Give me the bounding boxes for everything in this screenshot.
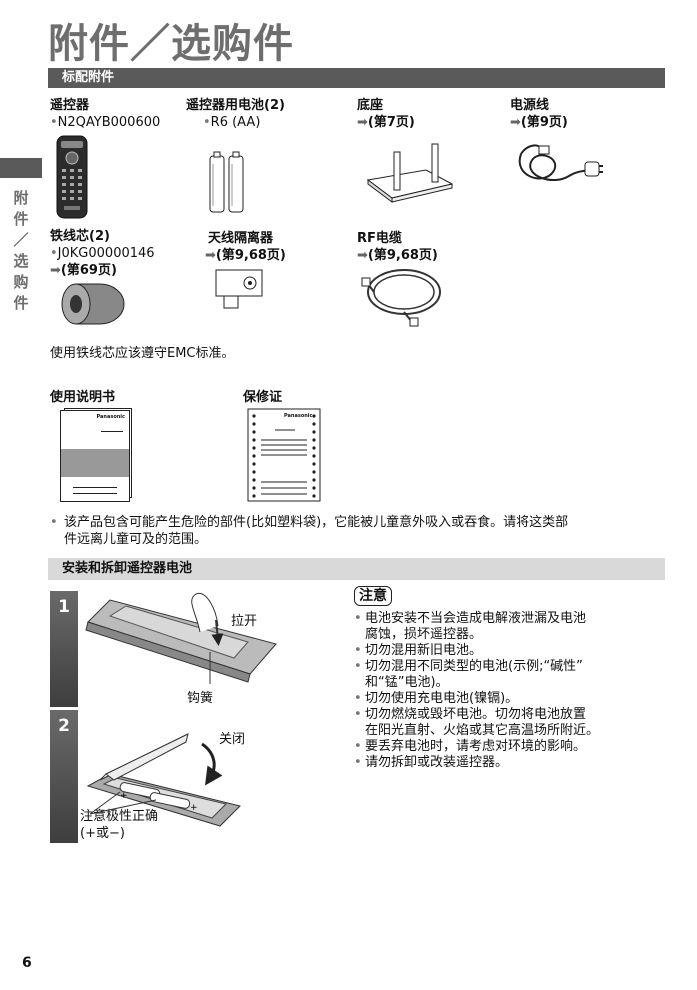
batteries-code: •R6 (AA) xyxy=(203,115,261,130)
antenna-isolator-ref: ➡(第9,68页) xyxy=(205,248,286,263)
polarity-label: 注意极性正确 xyxy=(80,809,159,824)
caution-item-text: 要丢弃电池时，请考虑对环境的影响。 xyxy=(365,739,587,754)
manual-brand: Panasonic xyxy=(96,414,126,420)
side-tab-marker xyxy=(0,158,42,178)
caution-item-text: 切勿混用新旧电池。 xyxy=(365,643,483,658)
caution-title: 注意 xyxy=(354,586,392,606)
stand-ref: ➡(第7页) xyxy=(357,115,415,130)
caution-item-text: 切勿使用充电电池(镍镉)。 xyxy=(365,691,519,706)
ferrite-core-name: 铁线芯(2) xyxy=(50,229,110,244)
warranty-image xyxy=(247,408,321,502)
warranty-brand: Panasonic xyxy=(284,413,313,419)
polarity-sub-label: (+或−) xyxy=(80,826,125,841)
caution-item-text: 在阳光直射、火焰或其它高温场所附近。 xyxy=(365,723,600,738)
caution-item-text: 腐蚀，损坏遥控器。 xyxy=(365,627,483,642)
remote-control-image xyxy=(56,135,88,219)
power-cord-image xyxy=(518,144,603,181)
manual-image: Panasonic xyxy=(60,410,130,502)
stand-name: 底座 xyxy=(357,98,384,113)
caution-item-text: 电池安装不当会造成电解液泄漏及电池 xyxy=(365,611,587,626)
step-1-badge: 1 xyxy=(50,591,78,707)
page-number: 6 xyxy=(22,955,32,971)
batteries-image xyxy=(209,151,244,213)
section-heading-standard: 标配附件 xyxy=(48,68,665,88)
caution-item: •请勿拆卸或改装遥控器。 xyxy=(354,755,654,771)
step1-remote-open-image xyxy=(85,592,277,684)
caution-item: •切勿燃烧或毁坏电池。切勿将电池放置在阳光直射、火焰或其它高温场所附近。 xyxy=(354,707,654,739)
manual-line xyxy=(73,493,117,494)
rf-cable-image xyxy=(361,269,441,327)
warranty-name: 保修证 xyxy=(243,390,283,405)
bullet-dot: • xyxy=(354,611,362,626)
page-title: 附件／选购件 xyxy=(48,21,294,67)
manual-line xyxy=(101,431,123,432)
caution-item: •切勿使用充电电池(镍镉)。 xyxy=(354,691,654,707)
manual-line xyxy=(73,487,117,488)
svg-text:+: + xyxy=(190,803,198,813)
remote-code: •N2QAYB000600 xyxy=(50,115,161,130)
caution-item-text: 和“锰”电池)。 xyxy=(365,675,449,690)
caution-item: •电池安装不当会造成电解液泄漏及电池腐蚀，损坏遥控器。 xyxy=(354,611,654,643)
step-2-badge: 2 xyxy=(50,710,78,843)
hook-spring-label: 钩簧 xyxy=(187,691,214,706)
bullet-dot: • xyxy=(354,643,362,658)
bullet-dot: • xyxy=(354,691,362,706)
antenna-isolator-image xyxy=(215,269,263,309)
caution-item: •切勿混用新旧电池。 xyxy=(354,643,654,659)
step2-remote-close-image: + + xyxy=(86,733,241,827)
manual-name: 使用说明书 xyxy=(50,390,116,405)
power-cord-name: 电源线 xyxy=(510,98,550,113)
child-safety-warning: •该产品包含可能产生危险的部件(比如塑料袋)，它能被儿童意外吸入或吞食。请将这类… xyxy=(50,515,569,547)
rf-cable-ref: ➡(第9,68页) xyxy=(357,248,438,263)
ferrite-core-ref: ➡(第69页) xyxy=(50,263,117,278)
bullet-dot: • xyxy=(354,707,362,722)
caution-item-text: 切勿混用不同类型的电池(示例;“碱性” xyxy=(365,659,583,674)
power-cord-ref: ➡(第9页) xyxy=(510,115,568,130)
antenna-isolator-name: 天线隔离器 xyxy=(208,231,274,246)
rf-cable-name: RF电缆 xyxy=(357,231,402,246)
side-label: 附件／选购件 xyxy=(13,189,29,312)
pull-open-label: 拉开 xyxy=(231,614,258,629)
caution-item: •要丢弃电池时，请考虑对环境的影响。 xyxy=(354,739,654,755)
caution-item-text: 切勿燃烧或毁坏电池。切勿将电池放置 xyxy=(365,707,587,722)
ferrite-core-code: •J0KG00000146 xyxy=(50,246,155,261)
remote-name: 遥控器 xyxy=(50,98,90,113)
caution-item: •切勿混用不同类型的电池(示例;“碱性”和“锰”电池)。 xyxy=(354,659,654,691)
bullet-dot: • xyxy=(354,739,362,754)
stand-image xyxy=(366,143,454,203)
svg-text:+: + xyxy=(120,791,128,801)
caution-list: •电池安装不当会造成电解液泄漏及电池腐蚀，损坏遥控器。•切勿混用新旧电池。•切勿… xyxy=(354,611,654,771)
ferrite-core-image xyxy=(61,283,125,325)
caution-item-text: 请勿拆卸或改装遥控器。 xyxy=(365,755,509,770)
emc-note: 使用铁线芯应该遵守EMC标准。 xyxy=(50,346,235,361)
bullet-dot: • xyxy=(354,659,362,674)
close-label: 关闭 xyxy=(219,732,246,747)
batteries-name: 遥控器用电池(2) xyxy=(186,98,285,113)
section-heading-battery: 安装和拆卸遥控器电池 xyxy=(48,558,665,580)
bullet-dot: • xyxy=(354,755,362,770)
manual-band xyxy=(61,449,129,477)
